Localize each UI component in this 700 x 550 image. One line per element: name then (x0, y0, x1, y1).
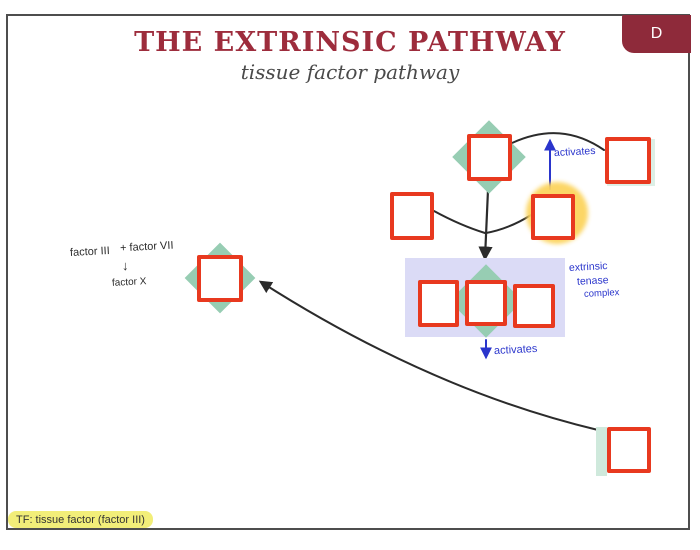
mint-highlight-bar (596, 427, 607, 476)
curve-midleft-to-junction (433, 210, 486, 234)
note-factor-x: factor X (111, 276, 147, 289)
footnote-highlight: TF: tissue factor (factor III) (8, 511, 153, 528)
cover-box-mid-right[interactable] (531, 194, 575, 240)
cover-box-top-center[interactable] (467, 134, 512, 181)
note-tenase-line2: tenase (576, 274, 609, 288)
cover-box-mid-left[interactable] (390, 192, 434, 240)
cover-box-factor-x[interactable] (197, 255, 243, 302)
cover-box-top-right[interactable] (605, 137, 651, 184)
note-activates-top: activates (553, 144, 596, 160)
note-factor-iii: factor III (69, 244, 111, 260)
cover-box-bottom-right[interactable] (607, 427, 651, 473)
curve-midright-to-junction (485, 214, 532, 234)
cover-box-tenase-2[interactable] (465, 280, 507, 326)
arrow-into-tenase-panel (478, 188, 493, 261)
cover-box-tenase-3[interactable] (513, 284, 555, 328)
note-down-arrow: ↓ (122, 258, 129, 273)
page-title: THE EXTRINSIC PATHWAY (134, 27, 566, 58)
note-activates-bottom: activates (493, 342, 538, 358)
note-tenase-line3: complex (583, 287, 620, 300)
curve-topcenter-to-topright (511, 132, 605, 151)
corner-tab[interactable]: D (622, 15, 691, 53)
arrow-bottomright-to-factorx (258, 280, 599, 431)
note-tenase-line1: extrinsic (568, 260, 608, 274)
footnote-text: TF: tissue factor (factor III) (16, 513, 145, 526)
page-border (6, 14, 690, 530)
cover-box-tenase-1[interactable] (418, 280, 459, 327)
page-subtitle: tissue factor pathway (240, 60, 460, 84)
corner-tab-label: D (650, 25, 663, 42)
